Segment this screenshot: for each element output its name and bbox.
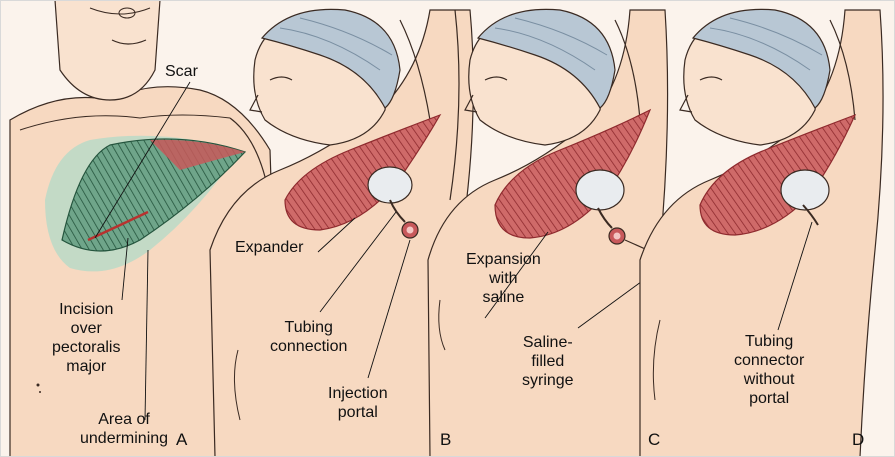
label-expansion-with-saline: Expansion with saline <box>466 250 541 307</box>
panel-letter-b: B <box>440 430 451 450</box>
label-area-of-undermining: Area of undermining <box>80 410 168 448</box>
label-injection-portal: Injection portal <box>328 384 388 422</box>
panel-letter-a: A <box>176 430 187 450</box>
label-saline-filled-syringe: Saline- filled syringe <box>522 333 574 390</box>
panel-letter-c: C <box>648 430 660 450</box>
label-incision-over-pectoralis-major: Incision over pectoralis major <box>52 300 120 376</box>
panel-letter-d: D <box>852 430 864 450</box>
label-tubing-connection: Tubing connection <box>270 318 347 356</box>
label-expander: Expander <box>235 238 304 257</box>
label-scar: Scar <box>165 62 198 81</box>
label-tubing-connector-without-portal: Tubing connector without portal <box>734 332 804 408</box>
